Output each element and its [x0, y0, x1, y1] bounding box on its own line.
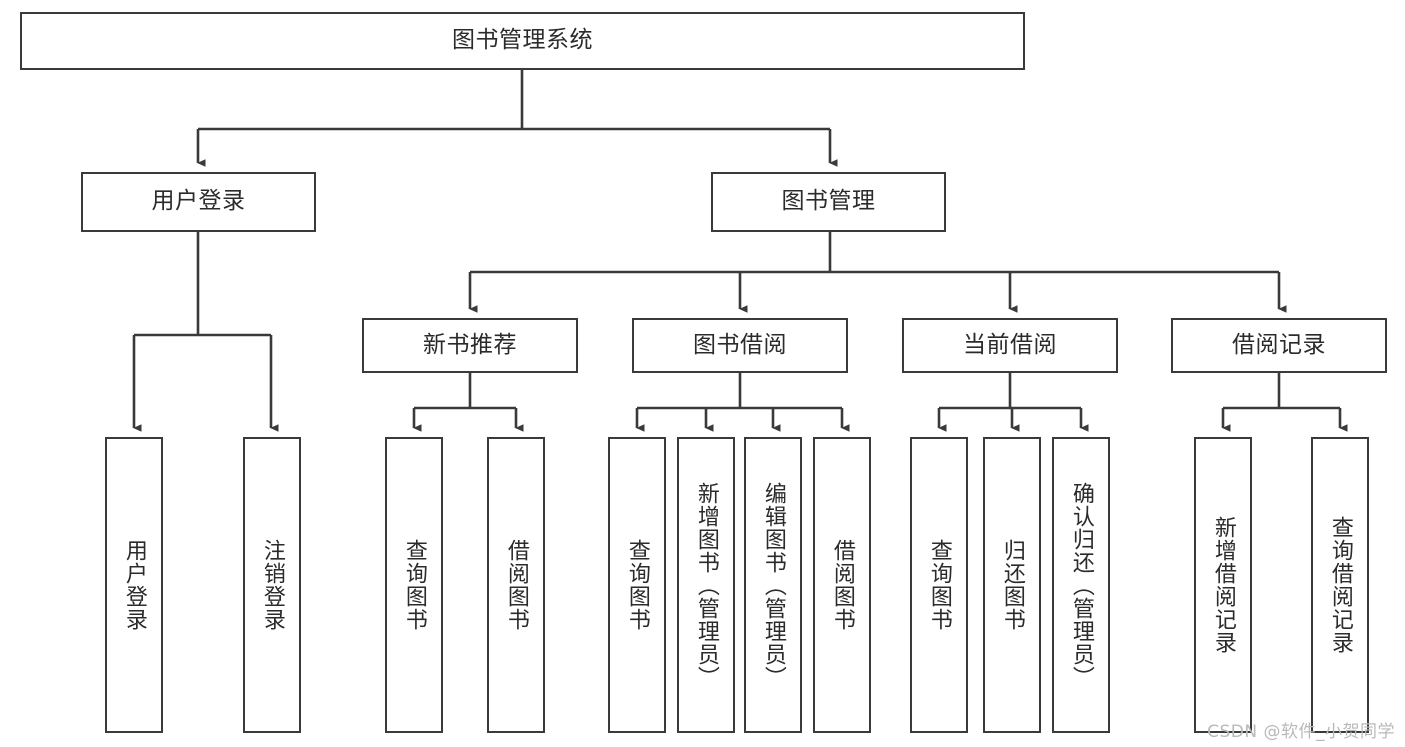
node-leaf-query-book-rec-label: 查询图书 — [401, 539, 427, 631]
node-leaf-query-book-current-label: 查询图书 — [926, 539, 952, 631]
node-leaf-logout-label: 注销登录 — [259, 539, 285, 631]
node-leaf-edit-book-admin[interactable]: 编辑图书（管理员） — [744, 437, 802, 733]
node-leaf-query-borrow-record-label: 查询借阅记录 — [1327, 516, 1353, 654]
node-user-login[interactable]: 用户登录 — [81, 172, 316, 232]
node-new-book-recommend[interactable]: 新书推荐 — [362, 318, 578, 373]
node-leaf-user-login-label: 用户登录 — [121, 539, 147, 631]
node-leaf-query-book-current[interactable]: 查询图书 — [910, 437, 968, 733]
node-leaf-add-book-admin-label: 新增图书（管理员） — [693, 481, 719, 689]
node-leaf-query-book-borrow[interactable]: 查询图书 — [608, 437, 666, 733]
node-book-borrow-label: 图书借阅 — [693, 331, 787, 358]
node-leaf-edit-book-admin-label: 编辑图书（管理员） — [760, 481, 786, 689]
node-leaf-confirm-return-admin-label: 确认归还（管理员） — [1068, 481, 1094, 689]
node-leaf-logout[interactable]: 注销登录 — [243, 437, 301, 733]
node-leaf-confirm-return-admin[interactable]: 确认归还（管理员） — [1052, 437, 1110, 733]
node-book-management-label: 图书管理 — [781, 188, 876, 215]
node-book-borrow[interactable]: 图书借阅 — [632, 318, 848, 373]
node-current-borrow[interactable]: 当前借阅 — [902, 318, 1118, 373]
node-leaf-borrow-book-rec-label: 借阅图书 — [503, 539, 529, 631]
node-leaf-add-borrow-record-label: 新增借阅记录 — [1210, 516, 1236, 654]
node-leaf-return-book-label: 归还图书 — [999, 539, 1025, 631]
node-borrow-record[interactable]: 借阅记录 — [1171, 318, 1387, 373]
node-leaf-query-book-borrow-label: 查询图书 — [624, 539, 650, 631]
node-leaf-add-borrow-record[interactable]: 新增借阅记录 — [1194, 437, 1252, 733]
node-leaf-borrow-book-rec[interactable]: 借阅图书 — [487, 437, 545, 733]
node-leaf-user-login[interactable]: 用户登录 — [105, 437, 163, 733]
node-leaf-add-book-admin[interactable]: 新增图书（管理员） — [677, 437, 735, 733]
node-current-borrow-label: 当前借阅 — [963, 331, 1057, 358]
node-leaf-return-book[interactable]: 归还图书 — [983, 437, 1041, 733]
node-leaf-query-book-rec[interactable]: 查询图书 — [385, 437, 443, 733]
node-book-management[interactable]: 图书管理 — [711, 172, 946, 232]
node-borrow-record-label: 借阅记录 — [1232, 331, 1326, 358]
node-user-login-label: 用户登录 — [151, 188, 246, 215]
node-root[interactable]: 图书管理系统 — [20, 12, 1025, 70]
node-root-label: 图书管理系统 — [452, 27, 593, 54]
node-leaf-borrow-book[interactable]: 借阅图书 — [813, 437, 871, 733]
node-new-book-recommend-label: 新书推荐 — [423, 331, 517, 358]
node-leaf-query-borrow-record[interactable]: 查询借阅记录 — [1311, 437, 1369, 733]
node-leaf-borrow-book-label: 借阅图书 — [829, 539, 855, 631]
